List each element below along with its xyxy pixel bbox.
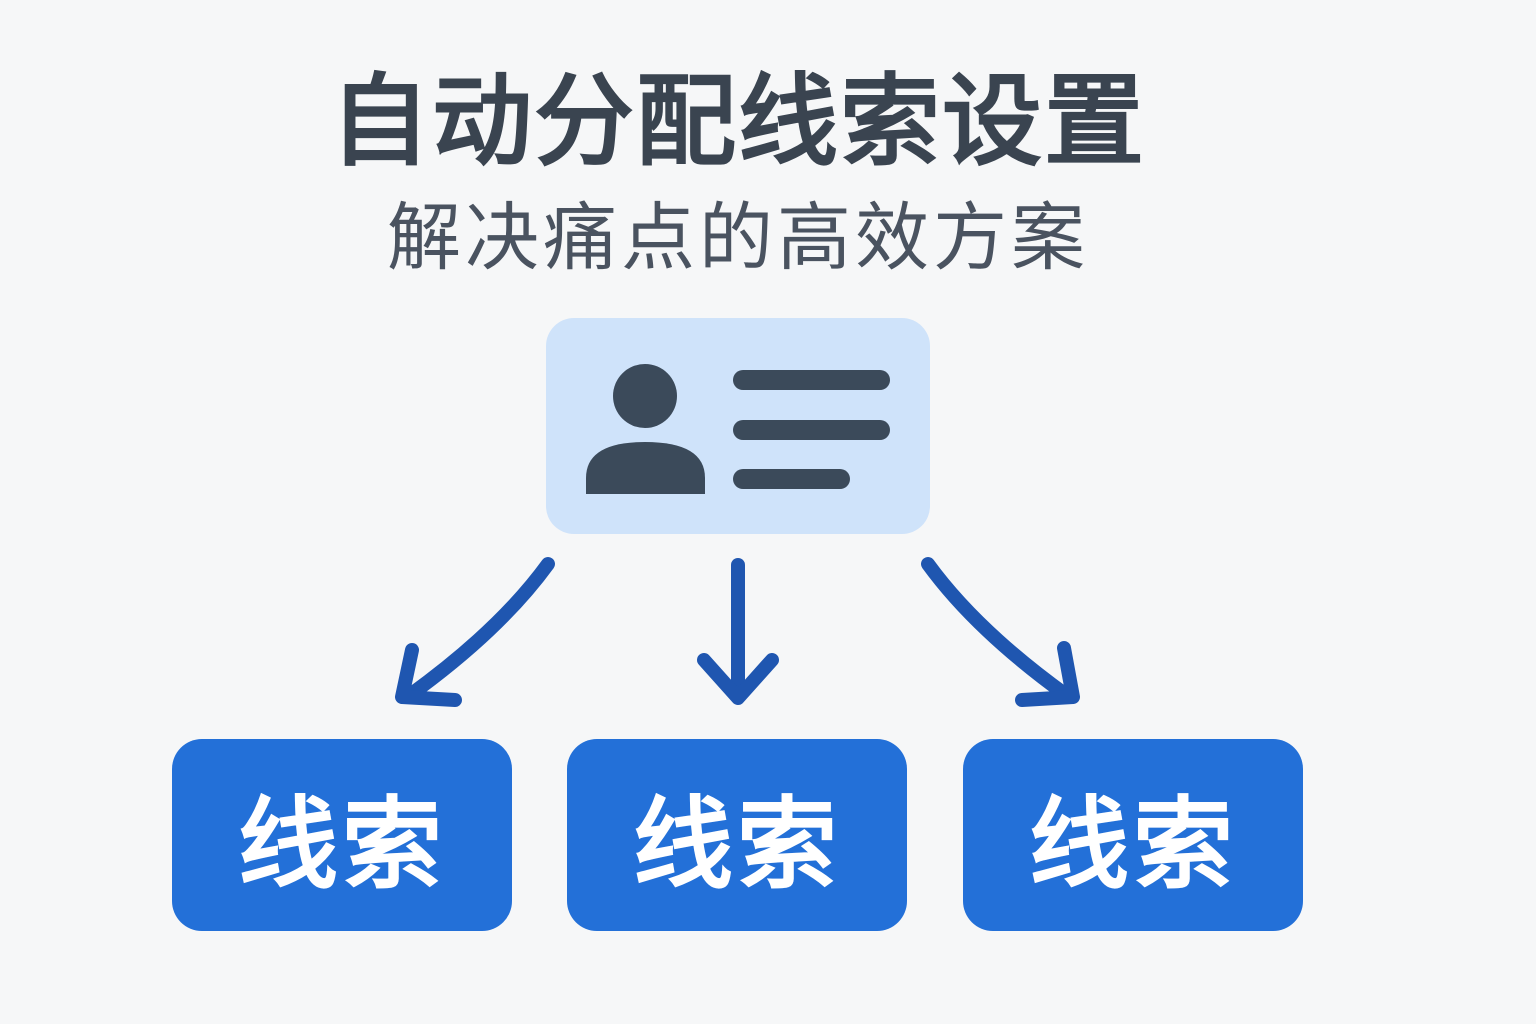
person-head-icon <box>613 364 677 428</box>
arrow-right <box>921 557 1073 702</box>
contact-card-icon <box>586 364 890 494</box>
lead-box-1: 线索 <box>172 739 512 931</box>
text-line-icon <box>733 420 890 440</box>
arrowhead-left <box>395 643 462 707</box>
text-line-icon <box>733 469 850 489</box>
page-title: 自动分配线索设置 <box>330 63 1146 180</box>
person-body-icon <box>586 442 705 494</box>
arrowhead-center <box>697 653 779 705</box>
arrow-left <box>403 557 555 702</box>
page-subtitle: 解决痛点的高效方案 <box>387 195 1089 281</box>
text-line-icon <box>733 370 890 390</box>
arrowhead-right <box>1015 641 1080 707</box>
contact-card <box>546 318 930 534</box>
lead-box-2: 线索 <box>567 739 907 931</box>
lead-box-3: 线索 <box>963 739 1303 931</box>
